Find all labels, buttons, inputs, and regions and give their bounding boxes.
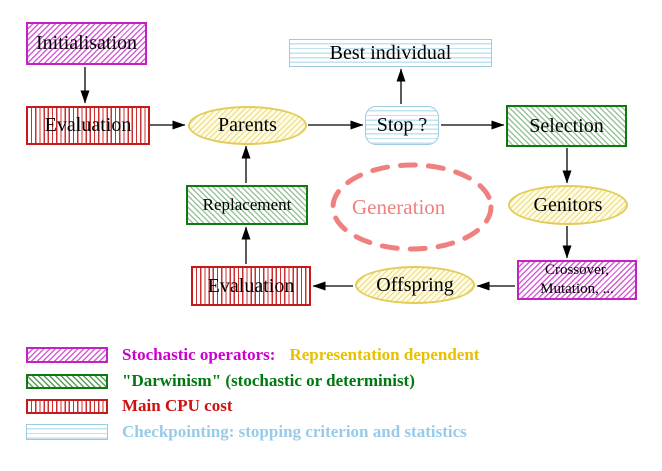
legend-label-cpu-cost: Main CPU cost: [122, 396, 233, 415]
legend-label-stochastic: Stochastic operators:Representation depe…: [122, 345, 480, 364]
node-evaluation-top: Evaluation: [26, 106, 150, 145]
legend-row-darwinism: "Darwinism" (stochastic or determinist): [26, 371, 415, 391]
node-offspring: Offspring: [355, 266, 475, 304]
node-initialisation: Initialisation: [26, 22, 147, 65]
legend-label-darwinism: "Darwinism" (stochastic or determinist): [122, 371, 415, 390]
legend-row-stochastic: Stochastic operators:Representation depe…: [26, 345, 479, 365]
node-selection: Selection: [506, 105, 627, 147]
legend-swatch-magenta-hatch: [26, 347, 108, 363]
node-crossover-mutation: Crossover, Mutation, ...: [517, 260, 637, 300]
node-best-individual: Best individual: [289, 39, 492, 67]
node-replacement: Replacement: [186, 185, 308, 225]
legend-swatch-cyan-stripes: [26, 424, 108, 440]
legend-swatch-red-stripes: [26, 398, 108, 414]
crossover-label: Crossover, Mutation, ...: [540, 262, 614, 297]
node-genitors: Genitors: [508, 185, 628, 225]
node-evaluation-bottom: Evaluation: [191, 266, 311, 306]
legend-label-checkpointing: Checkpointing: stopping criterion and st…: [122, 422, 467, 441]
node-stop: Stop ?: [365, 106, 439, 145]
legend-swatch-green-hatch: [26, 373, 108, 389]
node-parents: Parents: [188, 106, 307, 145]
legend-row-cpu-cost: Main CPU cost: [26, 396, 232, 416]
generation-label: Generation: [352, 195, 446, 219]
legend-row-checkpointing: Checkpointing: stopping criterion and st…: [26, 422, 467, 442]
